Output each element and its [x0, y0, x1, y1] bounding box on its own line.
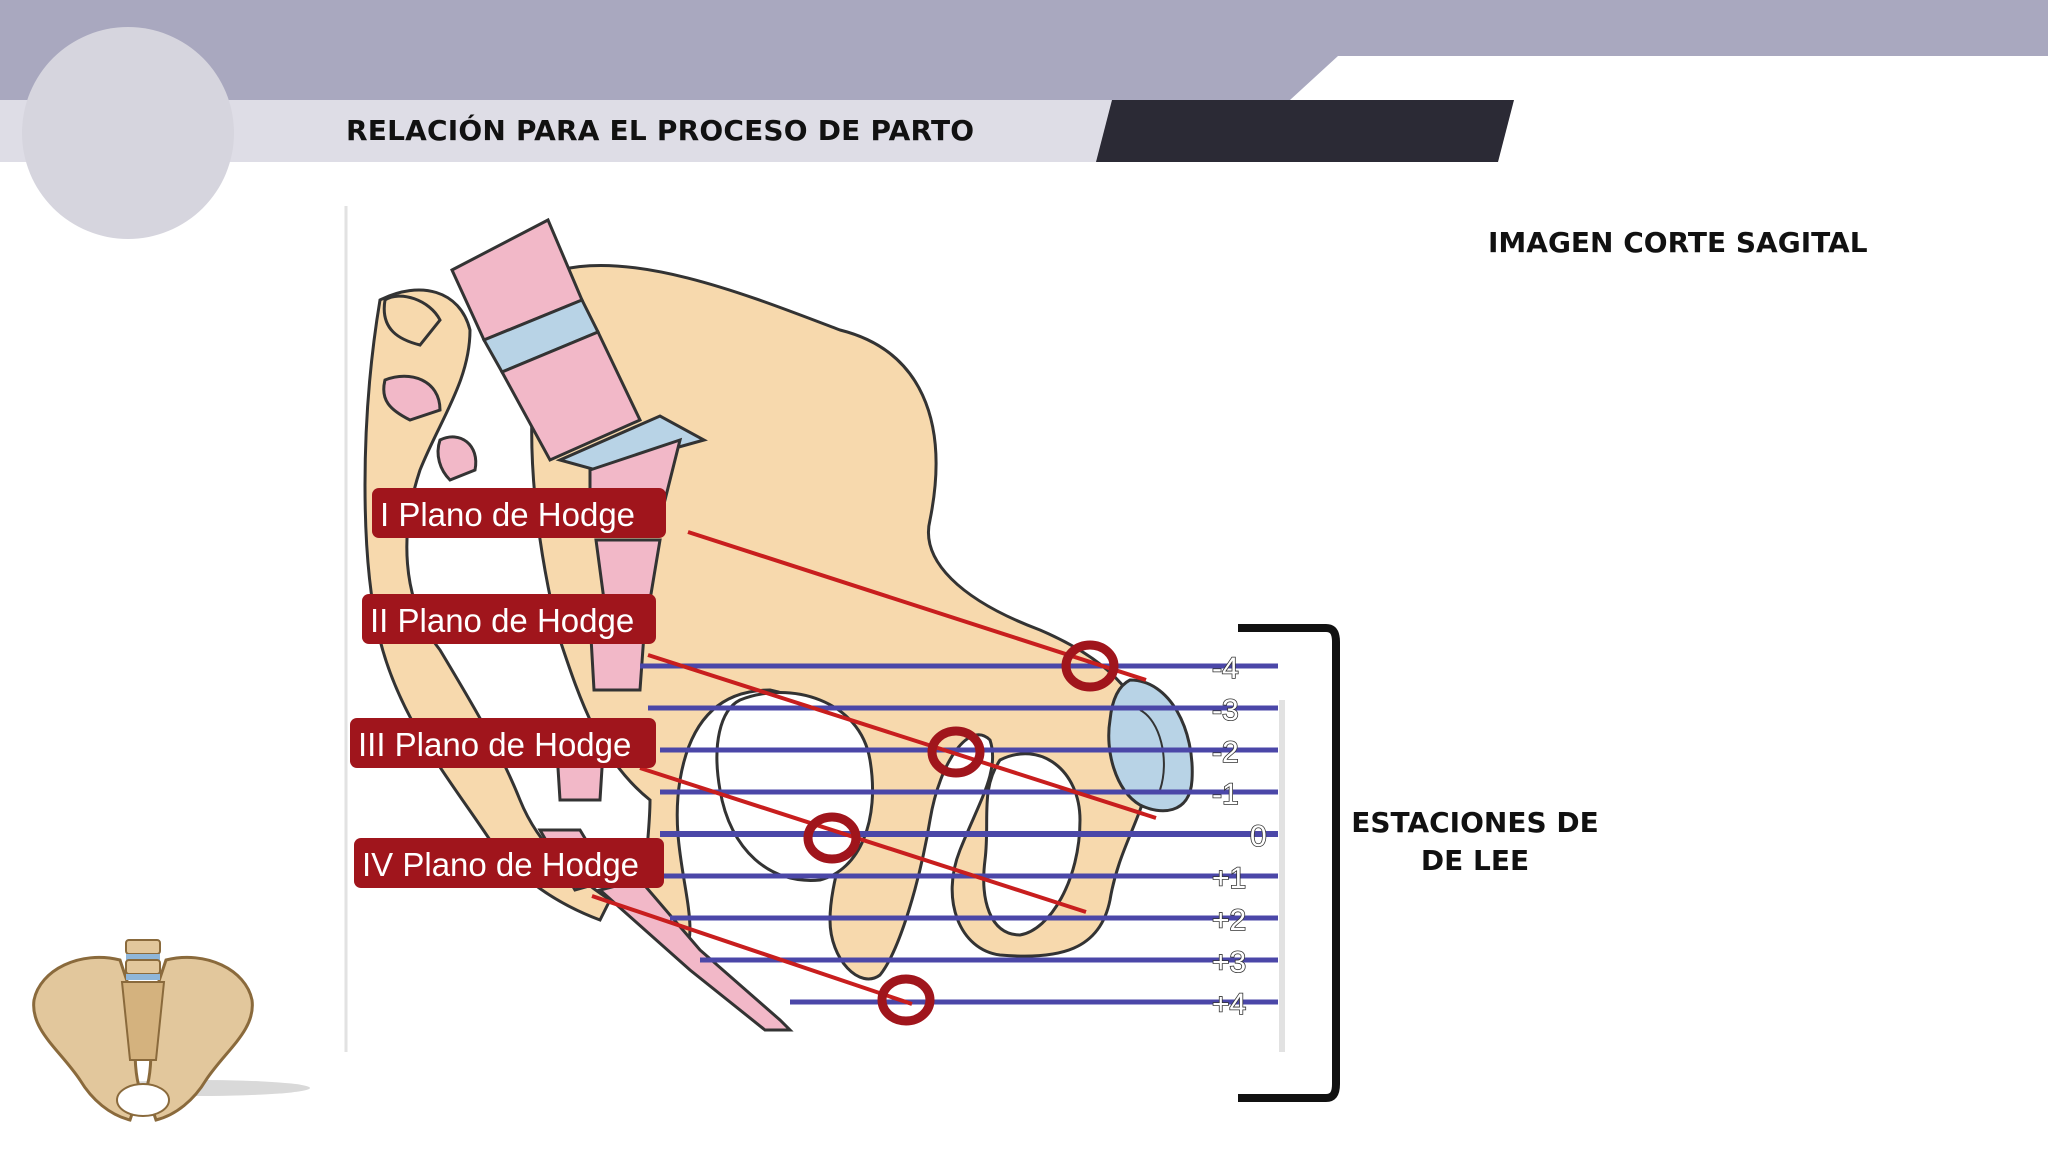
plane-label-2-text: II Plano de Hodge [370, 602, 634, 639]
plane-label-1-box [372, 488, 666, 538]
plane-label-3-text: III Plano de Hodge [358, 726, 631, 763]
header-circle [22, 27, 234, 239]
stations-bracket [1238, 624, 1340, 1102]
stations-caption: ESTACIONES DE DE LEE [1335, 804, 1615, 880]
spinous-process-3 [436, 435, 478, 482]
station-label: -1 [1212, 778, 1239, 811]
header-band [0, 0, 2048, 100]
station-label: 0 [1250, 820, 1267, 853]
plane-label-3-box [350, 718, 656, 768]
station-labels: -4 -3 -2 -1 0+1 +2 +3 +4 [1211, 651, 1267, 1022]
hodge-plane-line-4 [591, 894, 913, 1006]
plane-label-2-box [362, 594, 656, 644]
plane-label-4-box [354, 838, 664, 888]
pelvis-icon-disc-2 [126, 974, 160, 980]
vertebra-l4 [499, 330, 643, 462]
marker-plane-4 [877, 974, 935, 1026]
station-markers [803, 640, 1119, 1026]
pubic-symphysis [1107, 678, 1194, 813]
station-label: -2 [1212, 736, 1239, 769]
disc-2 [555, 414, 708, 472]
image-caption: IMAGEN CORTE SAGITAL [1488, 226, 1868, 259]
station-lines [640, 663, 1278, 1005]
station-label: +1 [1212, 862, 1246, 895]
coccyx [596, 878, 794, 1032]
station-label: +3 [1212, 946, 1246, 979]
plane-label-4-text: IV Plano de Hodge [362, 846, 639, 883]
pelvis-icon-sacrum [120, 981, 166, 1061]
header-dark-strip [1096, 100, 1514, 162]
station-label: -3 [1212, 694, 1239, 727]
spinous-process-1 [382, 294, 442, 347]
plane-label-1: I Plano de Hodge [372, 488, 666, 538]
plane-label-4: IV Plano de Hodge [354, 838, 664, 888]
station-label: +4 [1212, 988, 1246, 1021]
stations-caption-line2: DE LEE [1420, 844, 1530, 877]
pelvis-icon-spine-1 [125, 939, 161, 955]
hodge-plane-labels: I Plano de Hodge II Plano de Hodge III P… [350, 488, 666, 888]
pelvis-icon [32, 939, 310, 1122]
plane-label-3: III Plano de Hodge [350, 718, 656, 768]
page-title: RELACIÓN PARA EL PROCESO DE PARTO [346, 114, 975, 147]
hodge-plane-line-2 [647, 653, 1157, 820]
spinous-process-2 [382, 374, 442, 422]
stations-caption-line1: ESTACIONES DE [1351, 806, 1599, 839]
hodge-plane-line-3 [639, 766, 1087, 914]
marker-plane-2 [927, 726, 985, 778]
pubic-symphysis-inner [1139, 709, 1165, 791]
plane-label-1-text: I Plano de Hodge [380, 496, 635, 533]
plane-label-2: II Plano de Hodge [362, 594, 656, 644]
station-label: -4 [1212, 652, 1239, 685]
station-label: +2 [1212, 904, 1246, 937]
pelvis-icon-inlet [116, 1083, 170, 1117]
marker-plane-1 [1061, 640, 1119, 692]
sacral-segment-1 [594, 538, 662, 602]
marker-plane-3 [803, 812, 861, 864]
pelvis-icon-disc-1 [126, 954, 160, 960]
pelvis-icon-spine-2 [125, 959, 161, 975]
